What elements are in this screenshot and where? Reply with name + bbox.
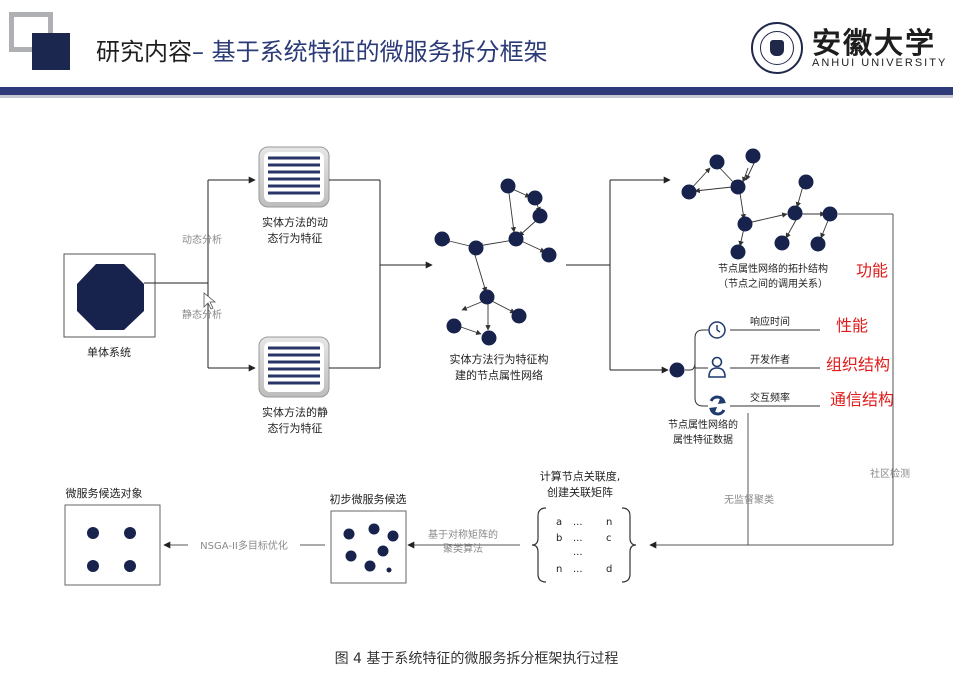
network-label-2: 建的节点属性网络	[455, 368, 543, 382]
user-icon	[708, 356, 726, 378]
final-candidate-nodes	[87, 527, 136, 572]
node-attribute-network	[444, 186, 546, 335]
matrix-cell: ...	[573, 517, 583, 528]
matrix-cell: ...	[573, 547, 583, 558]
university-seal-icon	[751, 22, 803, 74]
functionality-tag: 功能	[856, 261, 888, 280]
attr-data-label-2: 属性特征数据	[673, 433, 733, 446]
initial-candidate-nodes	[343, 523, 399, 573]
branch-connector	[566, 176, 671, 374]
octagon-icon	[77, 264, 144, 330]
static-feature-label-1: 实体方法的静	[262, 405, 328, 419]
matrix-cell: ...	[573, 564, 583, 575]
return-connector	[649, 213, 894, 549]
community-detection-label: 社区检测	[870, 467, 910, 480]
initial-candidates-box	[330, 510, 407, 584]
attr-data-label-1: 节点属性网络的	[668, 418, 738, 431]
figure-caption: 图 4 基于系统特征的微服务拆分框架执行过程	[334, 651, 619, 667]
static-feature-label-2: 态行为特征	[268, 421, 323, 435]
title-subtitle: 基于系统特征的微服务拆分框架	[211, 38, 548, 66]
monolith-label: 单体系统	[87, 345, 131, 359]
org-structure-tag: 组织结构	[826, 355, 890, 374]
matrix-cell: c	[606, 533, 612, 544]
header-decoration-square	[32, 33, 70, 70]
matrix-cell: d	[606, 564, 612, 575]
header-bar-shadow	[0, 95, 953, 98]
network-label-1: 实体方法行为特征构	[450, 352, 549, 366]
topology-nodes	[681, 148, 838, 260]
matrix-cells: a ... n b ... c ... n ... d	[556, 517, 612, 575]
attr-developer: 开发作者	[750, 353, 790, 366]
refresh-icon	[709, 395, 726, 416]
dynamic-feature-document-icon	[258, 146, 330, 208]
cursor-icon	[203, 292, 217, 310]
slide-title: 研究内容– 基于系统特征的微服务拆分框架	[96, 32, 548, 67]
dynamic-feature-label-1: 实体方法的动	[262, 215, 328, 229]
topology-network	[689, 156, 830, 247]
header-decoration-outline	[9, 12, 53, 52]
static-feature-document-icon	[258, 336, 330, 398]
title-main: 研究内容	[96, 38, 192, 66]
university-name-cn: 安徽大学	[812, 26, 937, 60]
matrix-braces	[531, 507, 637, 583]
dynamic-feature-label-2: 态行为特征	[268, 231, 323, 245]
clustering-algo-label-2: 聚类算法	[443, 542, 483, 555]
university-name-en: ANHUI UNIVERSITY	[812, 57, 948, 69]
header-bar	[0, 87, 953, 95]
matrix-cell: n	[606, 517, 612, 528]
matrix-cell: n	[556, 564, 562, 575]
clock-icon	[708, 321, 726, 339]
monolith-box	[63, 253, 156, 338]
matrix-cell: ...	[573, 533, 583, 544]
initial-candidates-label: 初步微服务候选	[330, 492, 407, 506]
matrix-cell: a	[556, 517, 562, 528]
final-candidates-box	[64, 504, 161, 586]
split-connector	[144, 176, 256, 372]
attribute-root-node	[669, 362, 685, 378]
static-analysis-label: 静态分析	[182, 308, 222, 321]
network-nodes	[434, 178, 557, 346]
comm-structure-tag: 通信结构	[830, 390, 894, 409]
clustering-algo-label-1: 基于对称矩阵的	[428, 528, 498, 541]
dynamic-analysis-label: 动态分析	[182, 233, 222, 246]
topology-label-2: （节点之间的调用关系）	[718, 277, 828, 290]
topology-label-1: 节点属性网络的拓扑结构	[718, 262, 828, 275]
final-candidates-label: 微服务候选对象	[66, 486, 143, 500]
attr-frequency: 交互频率	[750, 391, 790, 404]
matrix-title-1: 计算节点关联度,	[540, 469, 621, 483]
merge-connector	[329, 179, 433, 369]
nsga-label: NSGA-II多目标优化	[200, 539, 288, 552]
matrix-cell: b	[556, 533, 562, 544]
performance-tag: 性能	[836, 316, 868, 335]
unsupervised-clustering-label: 无监督聚类	[724, 493, 774, 506]
matrix-title-2: 创建关联矩阵	[547, 485, 613, 499]
attribute-tree-connector	[685, 329, 820, 407]
attr-response-time: 响应时间	[750, 315, 790, 328]
title-dash: –	[192, 38, 212, 66]
